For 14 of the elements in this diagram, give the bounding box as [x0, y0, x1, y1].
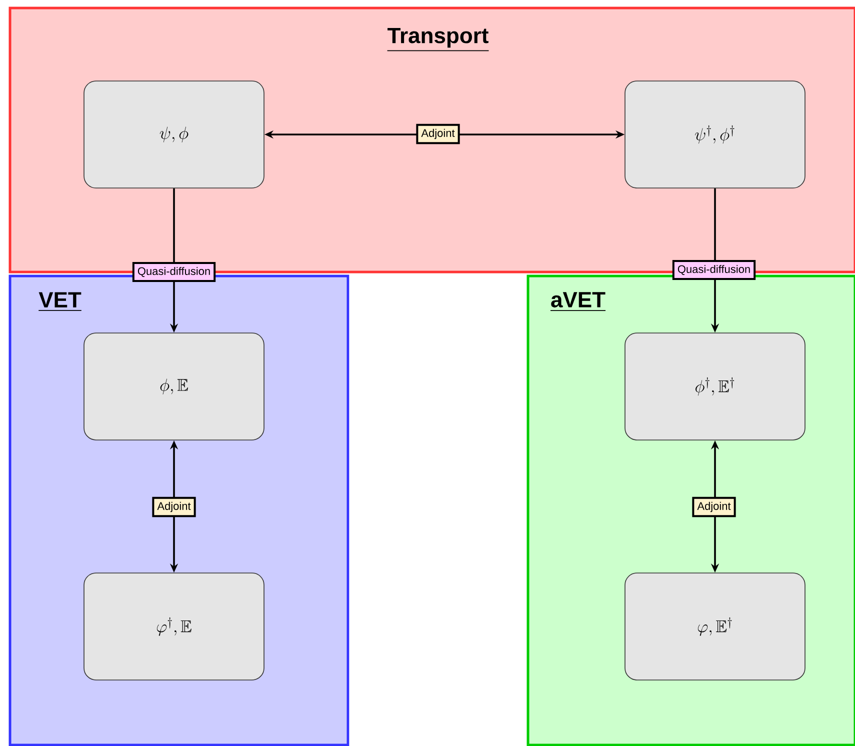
- edge-label: Quasi-diffusion: [672, 260, 756, 280]
- region-title: Transport: [386, 28, 490, 52]
- edge-label: Adjoint: [692, 496, 736, 518]
- region-title: VET: [38, 292, 82, 311]
- edge-label: Adjoint: [152, 496, 196, 518]
- variable-box: $\psi^\dagger, \phi^\dagger$: [624, 80, 806, 188]
- variable-box: $\psi, \phi$: [84, 80, 264, 188]
- variable-box: $\varphi, \mathbb{E}^\dagger$: [624, 572, 806, 680]
- edge-label: Quasi-diffusion: [132, 262, 216, 282]
- edge-label: Adjoint: [416, 124, 460, 144]
- region-title: aVET: [550, 292, 606, 311]
- variable-box: $\varphi^\dagger, \mathbb{E}$: [84, 572, 264, 680]
- variable-box: $\phi, \mathbb{E}$: [84, 332, 264, 440]
- variable-box: $\phi^\dagger, \mathbb{E}^\dagger$: [624, 332, 806, 440]
